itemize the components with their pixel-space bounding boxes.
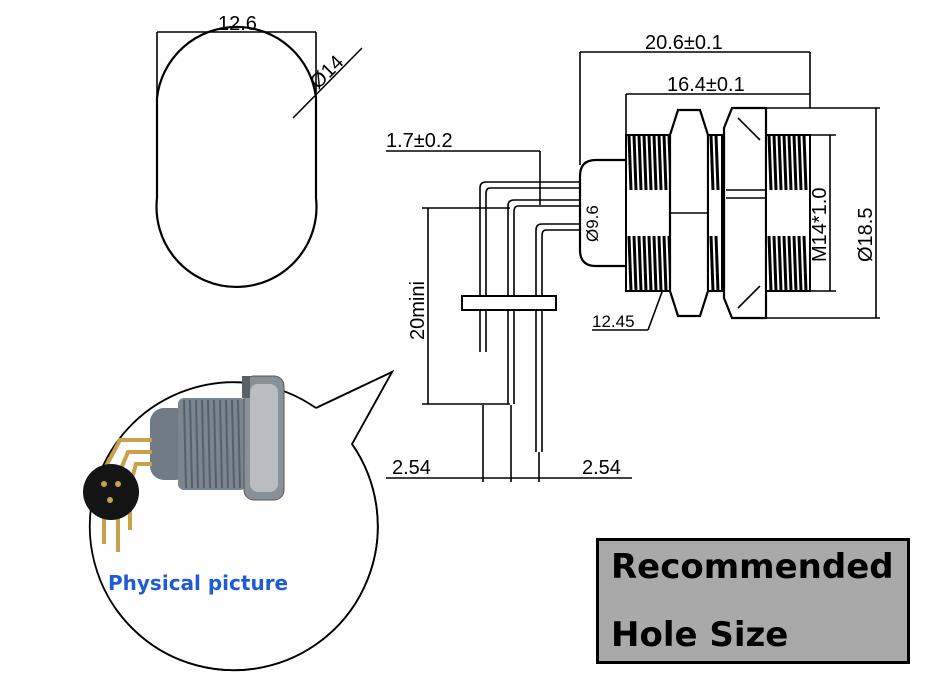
pin-spacer	[461, 295, 557, 311]
photo-thread-line	[207, 399, 211, 489]
thread-tooth	[637, 134, 643, 191]
callout-pointer	[315, 369, 395, 445]
thread-tooth	[652, 235, 658, 292]
diameter-text: Ø14	[306, 51, 348, 93]
pin-3-b	[541, 229, 580, 452]
callout-outline	[88, 381, 379, 672]
thread-tooth	[647, 134, 653, 191]
photo-thread-line	[213, 399, 217, 489]
thread-tooth	[787, 235, 793, 292]
thread-teeth-mid	[709, 134, 720, 292]
pin-length-text: 20mini	[407, 281, 429, 340]
thread-tooth	[777, 134, 783, 191]
thread-tooth	[802, 134, 808, 191]
pin-3	[535, 223, 580, 452]
pitch-left-text: 2.54	[392, 457, 431, 479]
photo-pin-hole-3	[107, 497, 113, 503]
thread-teeth-front	[767, 134, 808, 292]
top-view-outline	[155, 25, 318, 288]
thread-tooth	[627, 235, 633, 292]
nut-flat-leader	[647, 291, 663, 331]
photo-spacer-disc	[83, 464, 139, 520]
photo-pin-hole-1	[101, 481, 107, 487]
recommended-line-1: Recommended	[611, 547, 894, 587]
photo-thread-line	[189, 399, 193, 489]
recommended-line-2: Hole Size	[611, 615, 789, 655]
physical-picture-callout: Physical picture	[64, 354, 395, 672]
thread-tooth	[782, 134, 788, 191]
thread-tooth	[782, 235, 788, 292]
thread-section-front	[765, 134, 811, 292]
photo-thread-body	[178, 398, 246, 490]
thread-tooth	[767, 235, 773, 292]
body-length-text: 16.4±0.1	[667, 74, 745, 96]
thread-tooth	[714, 235, 720, 292]
photo-thread-line	[225, 399, 229, 489]
thread-tooth	[627, 134, 633, 191]
thread-tooth	[797, 235, 803, 292]
nut-flat-text: 12.45	[592, 312, 635, 331]
top-view: 12.6 Ø14	[155, 13, 363, 288]
thread-section-mid	[707, 134, 723, 292]
flange-chamfer-top	[737, 117, 761, 141]
thread-tooth	[632, 134, 638, 191]
thread-tooth	[662, 134, 668, 191]
pin-1-b	[485, 187, 580, 352]
thread-tooth	[652, 134, 658, 191]
thread-tooth	[662, 235, 668, 292]
overall-length-text: 20.6±0.1	[645, 32, 723, 54]
pin-1	[479, 181, 580, 352]
thread-tooth	[647, 235, 653, 292]
rear-plug	[578, 158, 626, 268]
thread-tooth	[657, 235, 663, 292]
photo-thread-line	[237, 399, 241, 489]
thread-tooth	[637, 235, 643, 292]
side-view: 20.6±0.1 16.4±0.1 1.7±0.2 Ø9.6	[386, 32, 880, 482]
photo-nut-highlight	[250, 384, 278, 492]
diameter-leader	[292, 47, 363, 119]
thread-spec-text: M14*1.0	[809, 188, 831, 263]
thread-tooth	[642, 235, 648, 292]
thread-tooth	[657, 134, 663, 191]
photo-thread-line	[231, 399, 235, 489]
pin-2-b	[513, 205, 580, 404]
width-dimension-text: 12.6	[218, 13, 257, 35]
nut-dia-text: Ø18.5	[855, 208, 877, 262]
thread-tooth	[714, 134, 720, 191]
photo-nut-top	[242, 376, 250, 398]
thread-tooth	[709, 235, 715, 292]
pin-2	[507, 199, 580, 404]
thread-tooth	[642, 134, 648, 191]
photo-thread-line	[219, 399, 223, 489]
thread-tooth	[632, 235, 638, 292]
thread-tooth	[802, 235, 808, 292]
photo-pin-hole-2	[115, 481, 121, 487]
thread-tooth	[792, 235, 798, 292]
photo-thread-lines	[183, 399, 241, 489]
thread-tooth	[772, 235, 778, 292]
offset-text: 1.7±0.2	[386, 130, 453, 152]
flange-chamfer-bottom	[737, 285, 761, 309]
pitch-right-text: 2.54	[582, 457, 621, 479]
callout-label: Physical picture	[108, 571, 288, 595]
photo-thread-line	[201, 399, 205, 489]
thread-tooth	[767, 134, 773, 191]
thread-tooth	[792, 134, 798, 191]
thread-tooth	[787, 134, 793, 191]
thread-tooth	[797, 134, 803, 191]
photo-thread-line	[195, 399, 199, 489]
plug-diameter-text: Ø9.6	[583, 205, 602, 242]
photo-thread-line	[183, 399, 187, 489]
connector-photo	[83, 375, 285, 552]
thread-tooth	[709, 134, 715, 191]
thread-tooth	[777, 235, 783, 292]
recommended-hole-size-box: Recommended Hole Size	[596, 538, 910, 664]
thread-tooth	[772, 134, 778, 191]
